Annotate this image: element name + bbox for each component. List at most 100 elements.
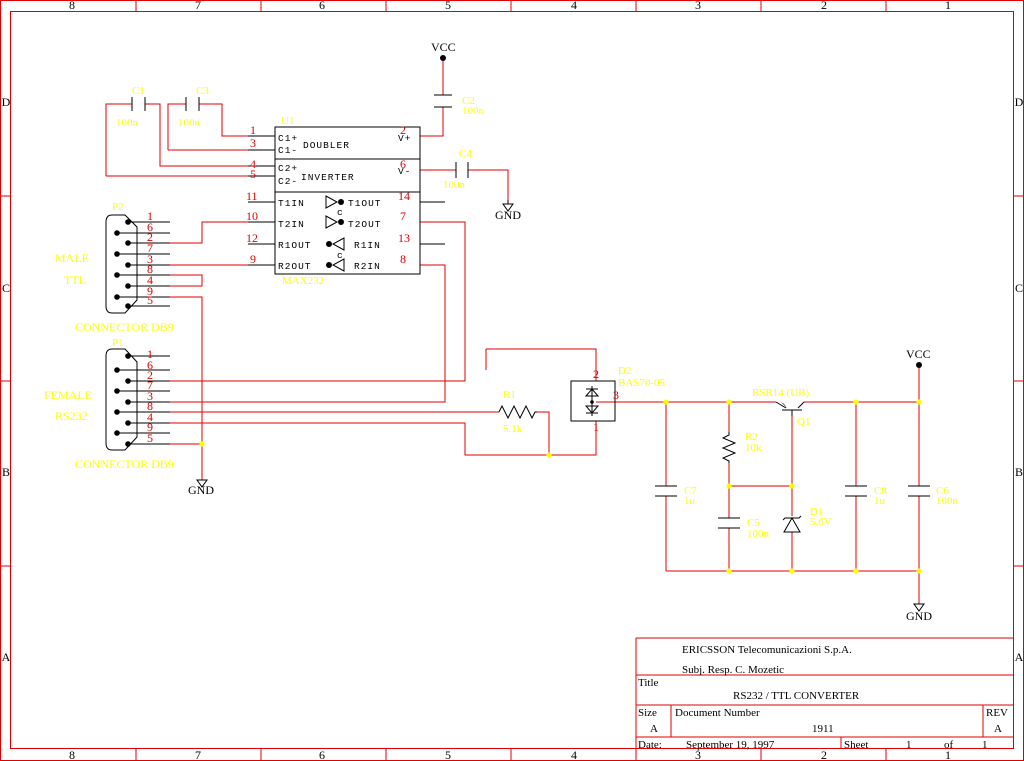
capacitor-c6: C6 100n bbox=[908, 485, 959, 507]
frame-col-bottom: 1 bbox=[945, 748, 951, 761]
d2-pin: 1 bbox=[593, 420, 599, 434]
u1-label-r2in: R2IN bbox=[354, 261, 381, 272]
p1-pin: 4 bbox=[147, 410, 153, 424]
frame-row-right: D bbox=[1015, 95, 1024, 109]
sheet-value: 1 bbox=[906, 739, 912, 751]
rev-value: A bbox=[994, 723, 1002, 735]
u1-label-c1m: C1- bbox=[278, 145, 298, 156]
u1-pin: 3 bbox=[250, 136, 256, 150]
docnum-value: 1911 bbox=[812, 723, 834, 735]
u1-label-t1out: T1OUT bbox=[348, 198, 382, 209]
p2-pin: 4 bbox=[147, 273, 153, 287]
u1-label-r1in: R1IN bbox=[354, 240, 381, 251]
size-label: Size bbox=[638, 707, 657, 719]
u1-ref: U1 bbox=[281, 115, 294, 127]
frame-col-bottom: 5 bbox=[445, 748, 451, 761]
u1-pin: 7 bbox=[400, 209, 406, 223]
junctions bbox=[199, 399, 922, 574]
ic-u1-max232: U1 MAX232 DOUBLER INVERTER C1+ C1- V+ C2… bbox=[246, 115, 445, 287]
p2-pin: 1 bbox=[147, 209, 153, 223]
u1-block-inverter: INVERTER bbox=[301, 172, 355, 183]
drawing-title: RS232 / TTL CONVERTER bbox=[733, 690, 860, 702]
u1-label-c2p: C2+ bbox=[278, 163, 298, 174]
u1-label-vplus: V+ bbox=[398, 133, 411, 144]
p1-pin: 2 bbox=[147, 368, 153, 382]
u1-label-r1out: R1OUT bbox=[278, 240, 312, 251]
diode-d2: 2 3 1 D2 BAS70-05 bbox=[570, 365, 666, 434]
u1-part: MAX232 bbox=[282, 275, 324, 287]
p2-pin: 7 bbox=[147, 241, 153, 255]
frame-row-right: C bbox=[1015, 281, 1023, 295]
responsible: Subj. Resp. C. Mozetic bbox=[682, 664, 784, 676]
frame-row-right: A bbox=[1015, 650, 1024, 664]
frame-row-right: B bbox=[1015, 465, 1023, 479]
u1-pin: 13 bbox=[398, 231, 410, 245]
frame-col-top: 5 bbox=[445, 0, 451, 12]
d2-value: BAS70-05 bbox=[618, 377, 666, 389]
p1-pin: 8 bbox=[147, 399, 153, 413]
vcc-symbol-right: VCC bbox=[906, 347, 931, 368]
vcc-label: VCC bbox=[906, 347, 931, 361]
u1-label-t2in: T2IN bbox=[278, 219, 305, 230]
date-value: September 19, 1997 bbox=[686, 739, 775, 751]
frame-col-top: 3 bbox=[695, 0, 701, 12]
frame-col-bottom: 2 bbox=[821, 748, 827, 761]
capacitor-c7: C7 1u bbox=[655, 485, 697, 507]
frame-row-left: D bbox=[2, 95, 11, 109]
r2-value: 10k bbox=[745, 442, 762, 454]
p2-caption: CONNECTOR DB9 bbox=[75, 320, 174, 334]
frame-row-left: C bbox=[2, 281, 10, 295]
vcc-symbol-top: VCC bbox=[431, 40, 456, 61]
wires bbox=[105, 60, 920, 604]
size-value: A bbox=[650, 723, 658, 735]
transistor-q1: BSR14 (UB) Q1 bbox=[752, 387, 810, 428]
d2-pin: 3 bbox=[613, 388, 619, 402]
p2-pin: 2 bbox=[147, 230, 153, 244]
q1-ref: Q1 bbox=[797, 416, 810, 428]
c1-ref: C1 bbox=[132, 85, 145, 97]
u1-label-r2out: R2OUT bbox=[278, 261, 312, 272]
frame-col-bottom: 6 bbox=[319, 748, 325, 761]
frame-col-bottom: 4 bbox=[571, 748, 577, 761]
p2-pin: 6 bbox=[147, 220, 153, 234]
c3-ref: C3 bbox=[196, 85, 209, 97]
u1-pin: 6 bbox=[400, 157, 406, 171]
date-label: Date: bbox=[638, 739, 662, 751]
connector-p1-db9: 1 6 2 7 3 8 4 9 5 P1 FEMALE RS232 CONNEC… bbox=[44, 337, 174, 471]
c5-ref: C5 bbox=[747, 517, 760, 529]
r1-value: 5.1k bbox=[503, 423, 523, 435]
p2-pin: 9 bbox=[147, 284, 153, 298]
u1-block-doubler: DOUBLER bbox=[303, 140, 350, 151]
resistor-r2: R2 10k bbox=[721, 431, 762, 463]
sheet-label: Sheet bbox=[844, 739, 868, 751]
c8-value: 1u bbox=[874, 495, 886, 507]
vcc-label: VCC bbox=[431, 40, 456, 54]
c5-value: 100n bbox=[747, 528, 770, 540]
svg-text:c: c bbox=[337, 250, 344, 261]
c3-value: 100n bbox=[178, 117, 201, 129]
u1-pin: 5 bbox=[250, 167, 256, 181]
d1-value: 5.6V bbox=[810, 516, 832, 528]
r2-ref: R2 bbox=[745, 431, 758, 443]
gnd-symbol-db9: GND bbox=[188, 479, 214, 497]
c8-ref: C8 bbox=[874, 485, 887, 497]
p1-pin: 3 bbox=[147, 389, 153, 403]
title-block: ERICSSON Telecomunicazioni S.p.A. Subj. … bbox=[635, 637, 1013, 751]
u1-pin: 4 bbox=[250, 157, 256, 171]
c7-ref: C7 bbox=[684, 485, 697, 497]
frame-col-top: 8 bbox=[69, 0, 75, 12]
u1-pin: 9 bbox=[250, 252, 256, 266]
gnd-label: GND bbox=[495, 208, 521, 222]
p1-pin: 5 bbox=[147, 431, 153, 445]
capacitor-c8: C8 1u bbox=[845, 485, 887, 507]
rev-label: REV bbox=[986, 707, 1008, 719]
frame-row-left: A bbox=[2, 650, 11, 664]
d2-pin: 2 bbox=[593, 367, 599, 381]
resistor-r1: R1 5.1k bbox=[498, 389, 537, 435]
u1-pin: 8 bbox=[400, 252, 406, 266]
p1-ref: P1 bbox=[112, 337, 124, 349]
u1-label-vminus: V- bbox=[398, 166, 411, 177]
p2-ref: P2 bbox=[112, 201, 124, 213]
capacitor-c4: C4 100n bbox=[443, 148, 472, 191]
